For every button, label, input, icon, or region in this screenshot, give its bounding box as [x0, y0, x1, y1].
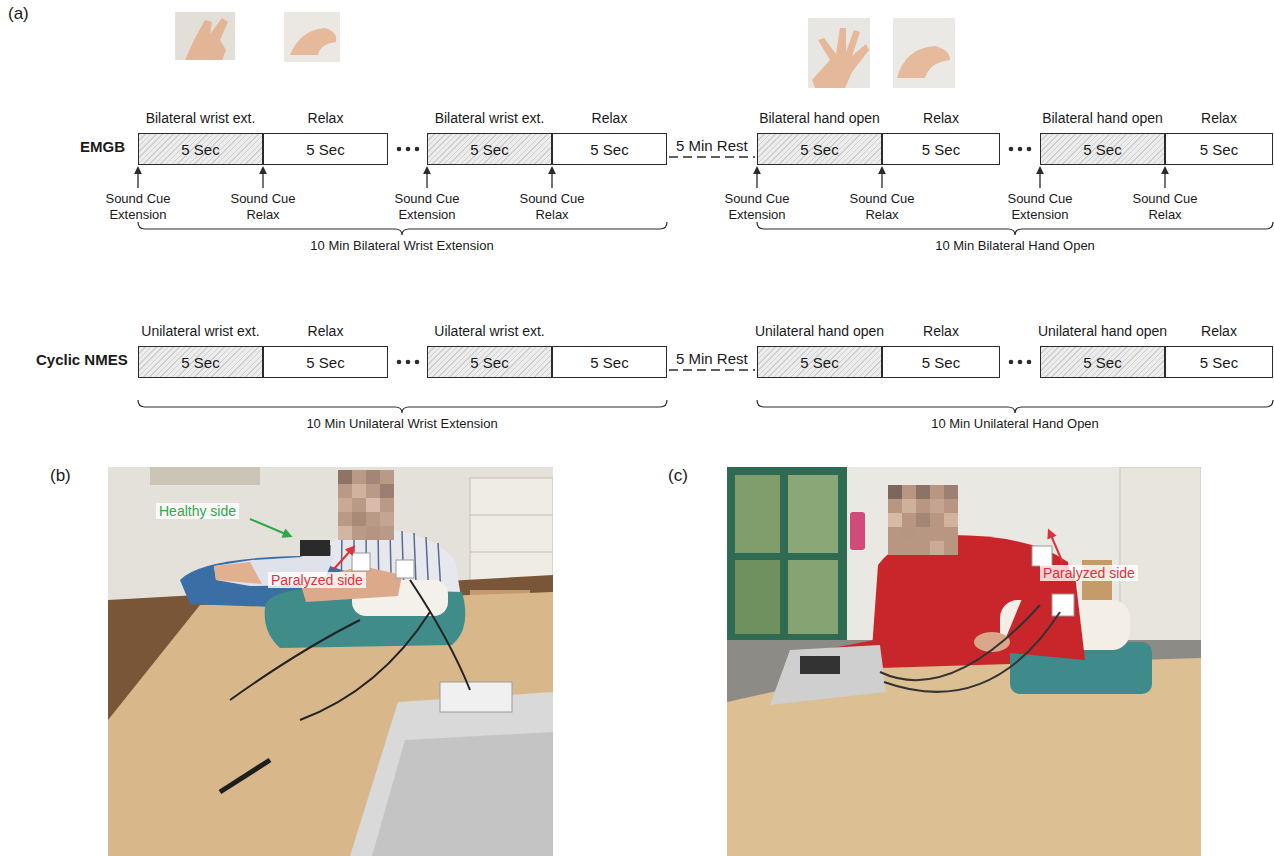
photo-nmes-session	[727, 467, 1201, 856]
time-block: Relax5 Sec	[552, 133, 667, 165]
row-title: Cyclic NMES	[36, 352, 128, 368]
duration-text: 5 Sec	[800, 141, 838, 158]
task-heading: Relax	[1201, 110, 1237, 126]
duration-text: 5 Sec	[800, 354, 838, 371]
bracket-caption: 10 Min Bilateral Wrist Extension	[310, 238, 493, 254]
side-callout: Paralyzed side	[268, 572, 366, 588]
sound-cue-arrow	[138, 170, 1165, 188]
time-block: Unilateral hand open5 Sec	[757, 346, 882, 378]
panel-letter: (c)	[668, 468, 688, 484]
duration-text: 5 Sec	[181, 354, 219, 371]
time-block: Relax5 Sec	[1165, 346, 1273, 378]
task-heading: Relax	[923, 323, 959, 339]
panel-letter: (a)	[8, 6, 29, 22]
photo-emgb-session	[108, 467, 553, 856]
rest-connector	[669, 369, 755, 371]
bracket-caption: 10 Min Unilateral Wrist Extension	[306, 416, 497, 432]
duration-text: 5 Sec	[1200, 354, 1238, 371]
side-callout: Paralyzed side	[1040, 565, 1138, 581]
rest-label: 5 Min Rest	[674, 350, 750, 367]
duration-text: 5 Sec	[470, 141, 508, 158]
bracket	[138, 222, 1273, 413]
task-heading: Uilateral wrist ext.	[434, 323, 544, 339]
time-block: Bilateral wrist ext.5 Sec	[138, 133, 263, 165]
task-heading: Relax	[308, 110, 344, 126]
duration-text: 5 Sec	[590, 354, 628, 371]
task-heading: Unilateral wrist ext.	[141, 323, 259, 339]
hand-thumbnail	[175, 12, 235, 60]
row-title: EMGB	[80, 139, 125, 155]
sound-cue-label: Sound Cue Relax	[510, 191, 594, 223]
task-heading: Relax	[592, 110, 628, 126]
hand-thumbnail	[284, 12, 340, 62]
duration-text: 5 Sec	[306, 141, 344, 158]
task-heading: Relax	[1201, 323, 1237, 339]
sound-cue-label: Sound Cue Relax	[840, 191, 924, 223]
duration-text: 5 Sec	[181, 141, 219, 158]
hand-thumbnail	[893, 18, 955, 88]
rest-connector	[669, 156, 755, 158]
sound-cue-label: Sound Cue Extension	[385, 191, 469, 223]
duration-text: 5 Sec	[1083, 141, 1121, 158]
task-heading: Relax	[923, 110, 959, 126]
task-heading: Bilateral wrist ext.	[435, 110, 545, 126]
sound-cue-label: Sound Cue Extension	[998, 191, 1082, 223]
time-block: Relax5 Sec	[263, 133, 388, 165]
time-block: 5 Sec	[552, 346, 667, 378]
rest-label: 5 Min Rest	[674, 137, 750, 154]
side-callout: Healthy side	[156, 503, 239, 519]
sound-cue-label: Sound Cue Extension	[96, 191, 180, 223]
ellipsis-dots	[397, 147, 1032, 365]
duration-text: 5 Sec	[1200, 141, 1238, 158]
task-heading: Bilateral wrist ext.	[146, 110, 256, 126]
task-heading: Bilateral hand open	[1042, 110, 1163, 126]
task-heading: Relax	[308, 323, 344, 339]
duration-text: 5 Sec	[1083, 354, 1121, 371]
time-block: Relax5 Sec	[263, 346, 388, 378]
bracket-caption: 10 Min Unilateral Hand Open	[931, 416, 1099, 432]
sound-cue-label: Sound Cue Extension	[715, 191, 799, 223]
time-block: Uilateral wrist ext.5 Sec	[427, 346, 552, 378]
time-block: Unilateral hand open5 Sec	[1040, 346, 1165, 378]
task-heading: Unilateral hand open	[755, 323, 884, 339]
time-block: Relax5 Sec	[882, 346, 1000, 378]
time-block: Relax5 Sec	[1165, 133, 1273, 165]
bracket-caption: 10 Min Bilateral Hand Open	[935, 238, 1095, 254]
task-heading: Unilateral hand open	[1038, 323, 1167, 339]
duration-text: 5 Sec	[922, 141, 960, 158]
time-block: Bilateral hand open5 Sec	[757, 133, 882, 165]
sound-cue-label: Sound Cue Relax	[1123, 191, 1207, 223]
time-block: Bilateral wrist ext.5 Sec	[427, 133, 552, 165]
duration-text: 5 Sec	[922, 354, 960, 371]
hand-thumbnail	[808, 18, 870, 88]
panel-letter: (b)	[50, 468, 71, 484]
time-block: Bilateral hand open5 Sec	[1040, 133, 1165, 165]
time-block: Relax5 Sec	[882, 133, 1000, 165]
time-block: Unilateral wrist ext.5 Sec	[138, 346, 263, 378]
duration-text: 5 Sec	[306, 354, 344, 371]
sound-cue-label: Sound Cue Relax	[221, 191, 305, 223]
task-heading: Bilateral hand open	[759, 110, 880, 126]
duration-text: 5 Sec	[470, 354, 508, 371]
duration-text: 5 Sec	[590, 141, 628, 158]
